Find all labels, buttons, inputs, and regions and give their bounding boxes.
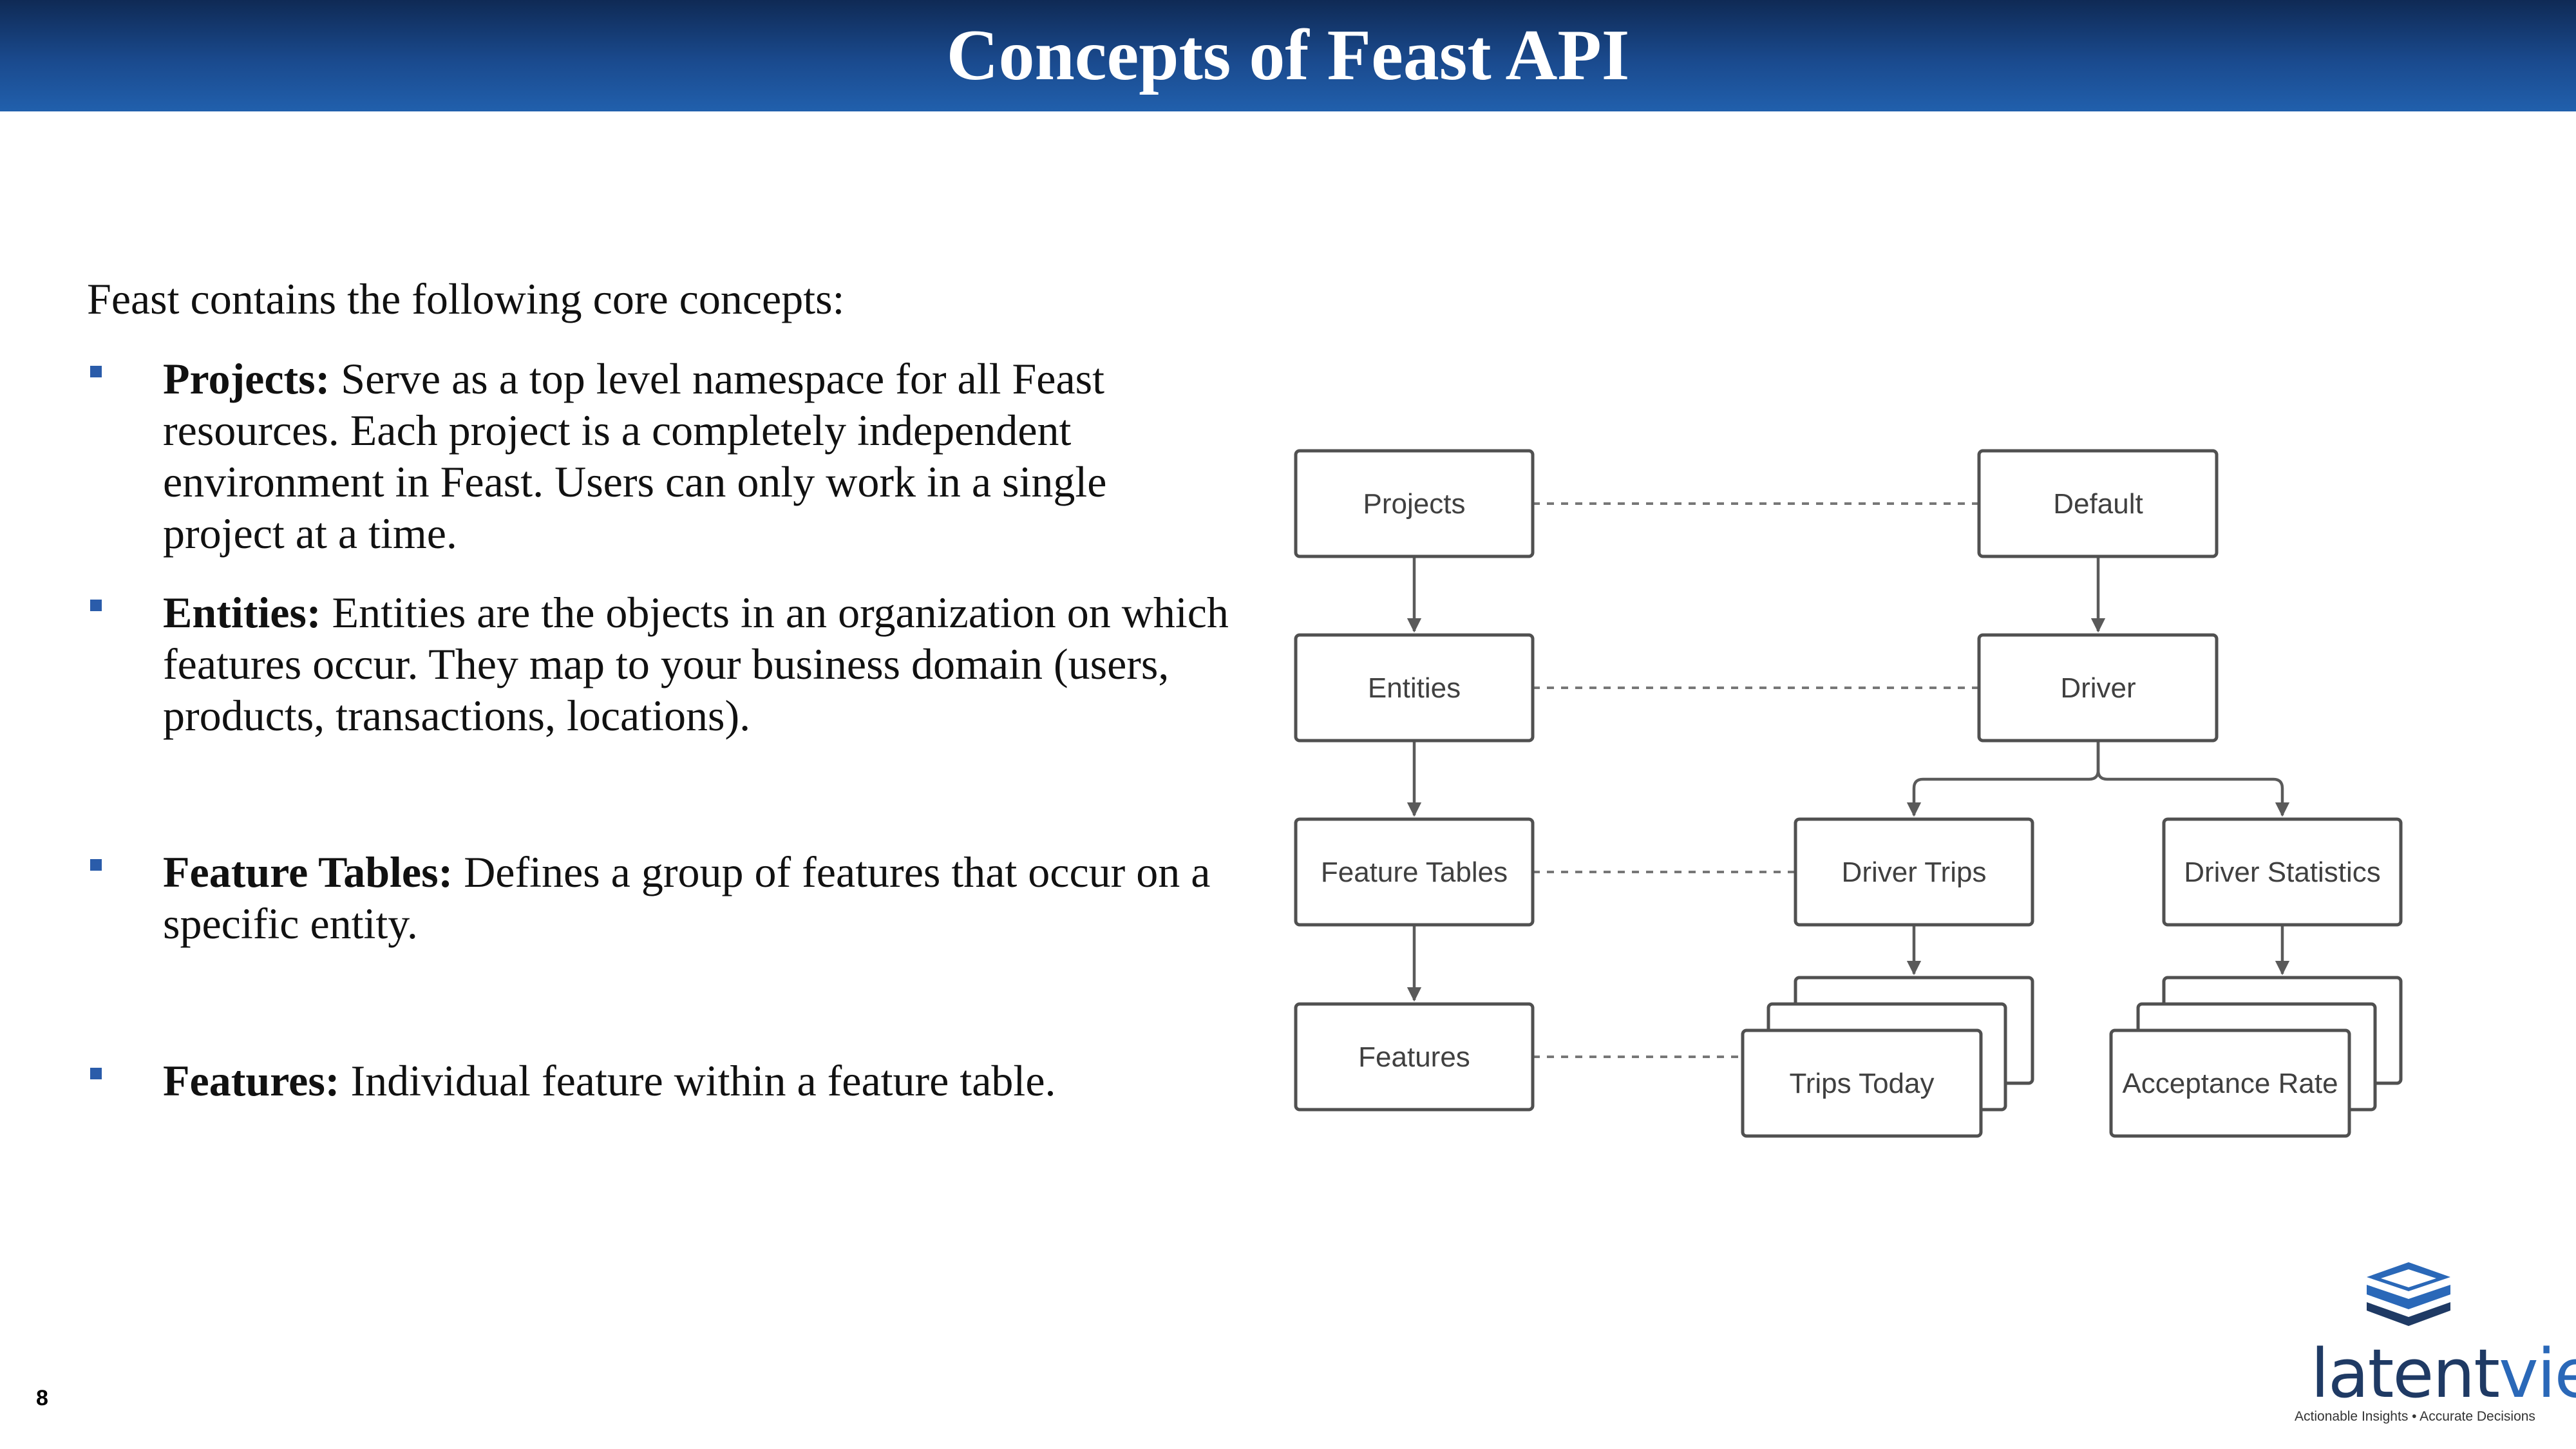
bullet-projects: Projects: Serve as a top level namespace…: [87, 353, 1233, 559]
bullet-square-icon: [90, 366, 102, 377]
node-label: Default: [2053, 488, 2143, 520]
bullet-feature-tables: Feature Tables: Defines a group of featu…: [87, 846, 1233, 949]
node-entities: Entities: [1294, 633, 1535, 743]
arrow-driver-driver-statistics: [2096, 741, 2290, 817]
logo-tagline: Actionable Insights • Accurate Decisions: [2295, 1409, 2535, 1424]
node-projects: Projects: [1294, 449, 1535, 558]
bullet-square-icon: [90, 1068, 102, 1079]
node-stack-acceptance-rate: Acceptance Rate: [2109, 976, 2403, 1138]
node-feature-tables: Feature Tables: [1294, 817, 1535, 927]
node-label: Features: [1358, 1041, 1470, 1073]
node-driver: Driver: [1977, 633, 2219, 743]
bullet-features: Features: Individual feature within a fe…: [87, 1055, 1233, 1106]
slide-title: Concepts of Feast API: [946, 15, 1630, 95]
latentview-logo-icon: [2367, 1262, 2450, 1326]
bullet-description: Defines a group of features that occur o…: [163, 848, 1211, 948]
bullet-description: Entities are the objects in an organizat…: [163, 588, 1229, 740]
bullet-term: Features:: [163, 1056, 340, 1105]
bullet-term: Projects:: [163, 354, 330, 403]
node-driver-trips: Driver Trips: [1794, 817, 2034, 927]
bullet-term: Entities:: [163, 588, 321, 637]
page-number: 8: [36, 1386, 48, 1410]
node-features: Features: [1294, 1002, 1535, 1112]
node-label: Driver Trips: [1842, 857, 1987, 888]
bullet-entities: Entities: Entities are the objects in an…: [87, 587, 1233, 741]
node-driver-statistics: Driver Statistics: [2162, 817, 2403, 927]
bullet-description: Serve as a top level namespace for all F…: [163, 354, 1107, 558]
node-label: Driver Statistics: [2184, 857, 2381, 888]
bullet-square-icon: [90, 859, 102, 871]
bullet-square-icon: [90, 600, 102, 611]
node-label: Driver: [2060, 672, 2136, 704]
intro-text: Feast contains the following core concep…: [87, 274, 845, 323]
bullet-description: Individual feature within a feature tabl…: [339, 1056, 1056, 1105]
node-label: Projects: [1363, 488, 1466, 520]
node-label: Acceptance Rate: [2122, 1068, 2338, 1099]
node-default: Default: [1977, 449, 2219, 558]
title-bar: [0, 0, 2576, 111]
node-label: Feature Tables: [1321, 857, 1508, 888]
arrow-driver-driver-trips: [1906, 741, 2100, 817]
latentview-logo-wordmark: latentview: [2311, 1334, 2576, 1413]
bullet-term: Feature Tables:: [163, 848, 453, 896]
node-label: Entities: [1368, 672, 1461, 704]
node-label: Trips Today: [1790, 1068, 1935, 1099]
node-stack-trips-today: Trips Today: [1741, 976, 2034, 1138]
